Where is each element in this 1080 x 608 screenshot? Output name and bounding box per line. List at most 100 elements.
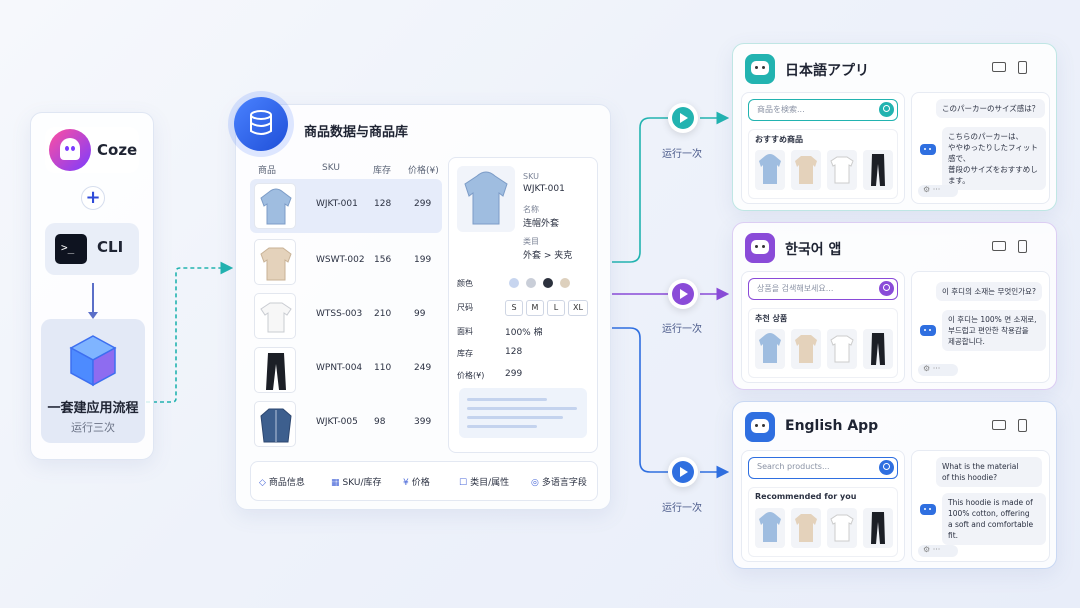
row-sku: WJKT-001 xyxy=(316,199,358,209)
more-options-icon[interactable]: ⚙ ··· xyxy=(918,185,958,197)
cli-tile[interactable]: >_ CLI xyxy=(45,223,139,275)
jacket-thumbnail xyxy=(254,401,296,447)
more-options-icon[interactable]: ⚙ ··· xyxy=(918,364,958,376)
detail-sku-value: WJKT-001 xyxy=(523,184,565,194)
pants-thumbnail xyxy=(254,347,296,393)
product-card[interactable] xyxy=(863,508,893,548)
search-icon[interactable] xyxy=(879,460,894,475)
tab-sku-stock[interactable]: ▦SKU/库存 xyxy=(331,475,382,488)
tab-label: 价格 xyxy=(411,478,430,488)
play-icon xyxy=(672,461,694,483)
row-sku: WJKT-005 xyxy=(316,417,358,427)
row-price: 199 xyxy=(414,255,432,265)
user-message: このパーカーのサイズ感は？ xyxy=(936,99,1046,118)
row-sku: WTSS-003 xyxy=(316,309,363,319)
run-button-en[interactable] xyxy=(668,457,698,487)
tab-price[interactable]: ¥价格 xyxy=(403,475,430,488)
flow-to-catalog-arrow xyxy=(146,261,234,403)
detail-size-label: 尺码 xyxy=(457,303,473,312)
size-chip[interactable]: XL xyxy=(568,300,588,316)
color-swatch[interactable] xyxy=(560,278,570,288)
table-row[interactable]: WJKT-001 128 299 xyxy=(250,179,442,233)
device-toggle[interactable] xyxy=(992,240,1032,254)
color-swatch[interactable] xyxy=(526,278,536,288)
run-button-jp[interactable] xyxy=(668,103,698,133)
table-row[interactable]: WPNT-004 110 249 xyxy=(250,343,442,397)
row-stock: 110 xyxy=(374,363,392,373)
detail-category-value: 外套 > 夹克 xyxy=(523,251,573,261)
product-card[interactable] xyxy=(791,329,821,369)
size-chip[interactable]: L xyxy=(547,300,565,316)
desktop-icon[interactable] xyxy=(992,241,1006,251)
table-row[interactable]: WTSS-003 210 99 xyxy=(250,289,442,343)
detail-category-label: 类目 xyxy=(523,237,539,246)
product-card[interactable] xyxy=(791,508,821,548)
table-row[interactable]: WSWT-002 156 199 xyxy=(250,235,442,289)
search-icon[interactable] xyxy=(879,281,894,296)
col-sku: SKU xyxy=(322,163,340,173)
coze-tile[interactable]: Coze xyxy=(45,127,139,173)
tshirt-thumbnail xyxy=(254,293,296,339)
col-stock: 库存 xyxy=(373,166,392,176)
shop-panel: 상품을 검색해보세요... 추천 상품 xyxy=(741,271,905,383)
product-card[interactable] xyxy=(791,150,821,190)
coze-label: Coze xyxy=(97,141,138,159)
product-card[interactable] xyxy=(755,329,785,369)
tab-multilingual[interactable]: ◎多语言字段 xyxy=(531,475,587,488)
product-detail-panel: SKU WJKT-001 名称 连帽外套 类目 外套 > 夹克 颜色 尺码 S … xyxy=(448,157,598,453)
database-icon xyxy=(234,97,288,151)
bot-message-line: 제공합니다. xyxy=(948,337,985,346)
search-input[interactable]: 商品を検索... xyxy=(748,99,898,121)
product-card[interactable] xyxy=(863,150,893,190)
search-input[interactable]: 상품을 검색해보세요... xyxy=(748,278,898,300)
size-chip[interactable]: S xyxy=(505,300,523,316)
user-message: What is the material of this hoodie? xyxy=(936,457,1042,487)
product-card[interactable] xyxy=(755,508,785,548)
recommend-section: おすすめ商品 xyxy=(748,129,898,199)
cli-label: CLI xyxy=(97,238,124,256)
recommend-title: おすすめ商品 xyxy=(755,135,803,144)
search-placeholder: Search products... xyxy=(757,462,830,471)
search-input[interactable]: Search products... xyxy=(748,457,898,479)
app-build-flow-tile[interactable]: 一套建应用流程 运行三次 xyxy=(41,319,145,443)
flow-title: 一套建应用流程 xyxy=(47,401,139,416)
row-stock: 156 xyxy=(374,255,392,265)
color-swatch[interactable] xyxy=(543,278,553,288)
phone-icon[interactable] xyxy=(1018,61,1027,74)
desktop-icon[interactable] xyxy=(992,62,1006,72)
product-card[interactable] xyxy=(827,150,857,190)
table-row[interactable]: WJKT-005 98 399 xyxy=(250,397,442,451)
detail-price-label: 价格(¥) xyxy=(457,371,485,380)
bot-message-line: This hoodie is made of xyxy=(948,498,1033,507)
app-title: 日本語アプリ xyxy=(785,63,869,79)
product-card[interactable] xyxy=(827,508,857,548)
more-options-icon[interactable]: ⚙ ··· xyxy=(918,545,958,557)
phone-icon[interactable] xyxy=(1018,240,1027,253)
phone-icon[interactable] xyxy=(1018,419,1027,432)
chatbot-icon xyxy=(918,322,938,338)
device-toggle[interactable] xyxy=(992,61,1032,75)
product-card[interactable] xyxy=(755,150,785,190)
catalog-to-jp-line xyxy=(612,117,668,263)
search-icon[interactable] xyxy=(879,102,894,117)
device-toggle[interactable] xyxy=(992,419,1032,433)
tab-product-info[interactable]: ◇商品信息 xyxy=(259,475,305,488)
tab-label: 商品信息 xyxy=(268,478,305,488)
description-placeholder xyxy=(459,388,587,438)
product-card[interactable] xyxy=(863,329,893,369)
color-swatch[interactable] xyxy=(509,278,519,288)
bot-message-line: 普段のサイズをおすすめします。 xyxy=(948,165,1038,185)
tab-category[interactable]: ☐类目/属性 xyxy=(459,475,509,488)
size-chip[interactable]: M xyxy=(526,300,544,316)
play-icon xyxy=(672,283,694,305)
detail-sku-label: SKU xyxy=(523,172,539,181)
run-button-kr[interactable] xyxy=(668,279,698,309)
row-price: 99 xyxy=(414,309,426,319)
hoodie-thumbnail xyxy=(254,183,296,229)
desktop-icon[interactable] xyxy=(992,420,1006,430)
shop-panel: 商品を検索... おすすめ商品 xyxy=(741,92,905,204)
bot-message: This hoodie is made of 100% cotton, offe… xyxy=(942,493,1046,545)
bot-message-line: 부드럽고 편안한 착용감을 xyxy=(948,326,1029,335)
bot-message-line: ややゆったりしたフィット感で、 xyxy=(948,143,1038,163)
product-card[interactable] xyxy=(827,329,857,369)
